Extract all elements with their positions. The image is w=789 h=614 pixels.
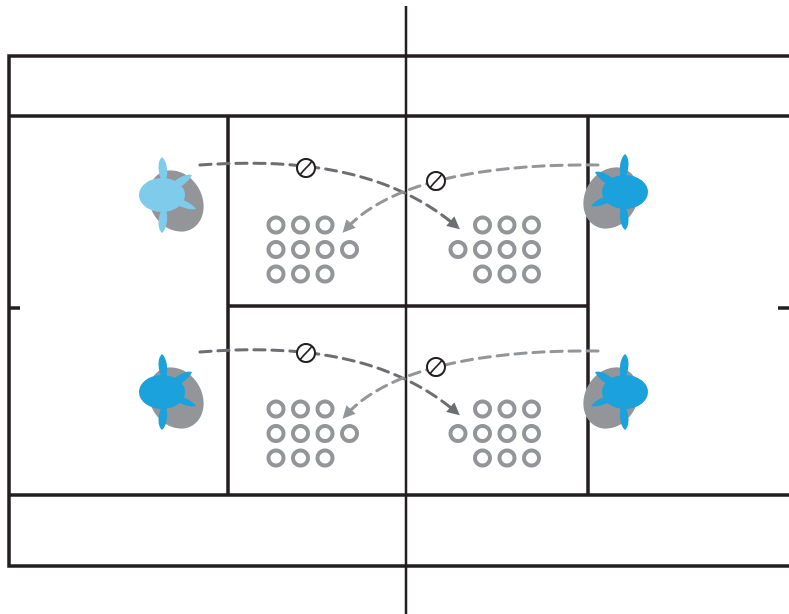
- target-ring: [315, 399, 335, 419]
- target-ring: [266, 240, 286, 259]
- target-zones: [266, 215, 541, 468]
- target-ring: [291, 240, 310, 259]
- target-ring: [473, 399, 492, 419]
- balls: [296, 158, 446, 377]
- top-crosscourt-shot-right-to-left: [342, 163, 600, 233]
- target-ring: [522, 240, 541, 259]
- bottom-crosscourt-shot-left-to-right: [198, 348, 460, 416]
- target-ring: [497, 240, 517, 259]
- target-ring: [473, 264, 492, 284]
- target-ring: [315, 240, 335, 259]
- target-ring: [291, 448, 310, 468]
- bottom-crosscourt-shot-right-to-left: [342, 349, 600, 419]
- player-top-view-icon: [572, 154, 650, 239]
- tennis-ball-icon: [426, 357, 446, 377]
- target-ring: [315, 264, 335, 284]
- target-ring: [315, 424, 335, 443]
- target-ring: [522, 424, 541, 443]
- target-ring: [473, 448, 492, 468]
- target-ring: [473, 240, 492, 259]
- target-ring: [266, 448, 286, 468]
- top-crosscourt-shot-left-to-right: [198, 161, 460, 230]
- target-ring: [266, 399, 286, 419]
- shots: [198, 161, 600, 419]
- target-ring: [291, 215, 310, 235]
- target-ring: [291, 264, 310, 284]
- player-top-view-icon: [137, 157, 215, 242]
- target-ring: [473, 215, 492, 235]
- target-ring: [473, 424, 492, 443]
- bottom-right-target-zone: [448, 399, 541, 468]
- target-ring: [291, 399, 310, 419]
- tennis-ball-icon: [426, 171, 446, 191]
- target-ring: [497, 399, 517, 419]
- court-lines: [7, 6, 789, 614]
- tennis-ball-icon: [296, 343, 316, 363]
- target-ring: [497, 448, 517, 468]
- bottom-left-target-zone: [266, 399, 359, 468]
- target-ring: [315, 448, 335, 468]
- target-ring: [266, 424, 286, 443]
- target-ring: [266, 215, 286, 235]
- target-ring: [448, 240, 468, 259]
- target-ring: [522, 448, 541, 468]
- target-ring: [497, 264, 517, 284]
- target-ring: [340, 240, 359, 259]
- target-ring: [291, 424, 310, 443]
- top-left-target-zone: [266, 215, 359, 284]
- target-ring: [522, 399, 541, 419]
- target-ring: [448, 424, 468, 443]
- player-top-view-icon: [572, 354, 650, 439]
- player-top-view-icon: [137, 354, 215, 439]
- target-ring: [340, 424, 359, 443]
- target-ring: [522, 264, 541, 284]
- target-ring: [315, 215, 335, 235]
- target-ring: [522, 215, 541, 235]
- target-ring: [497, 424, 517, 443]
- target-ring: [266, 264, 286, 284]
- target-ring: [497, 215, 517, 235]
- top-right-target-zone: [448, 215, 541, 284]
- tennis-ball-icon: [296, 158, 316, 178]
- doubles-court-outline: [7, 54, 789, 568]
